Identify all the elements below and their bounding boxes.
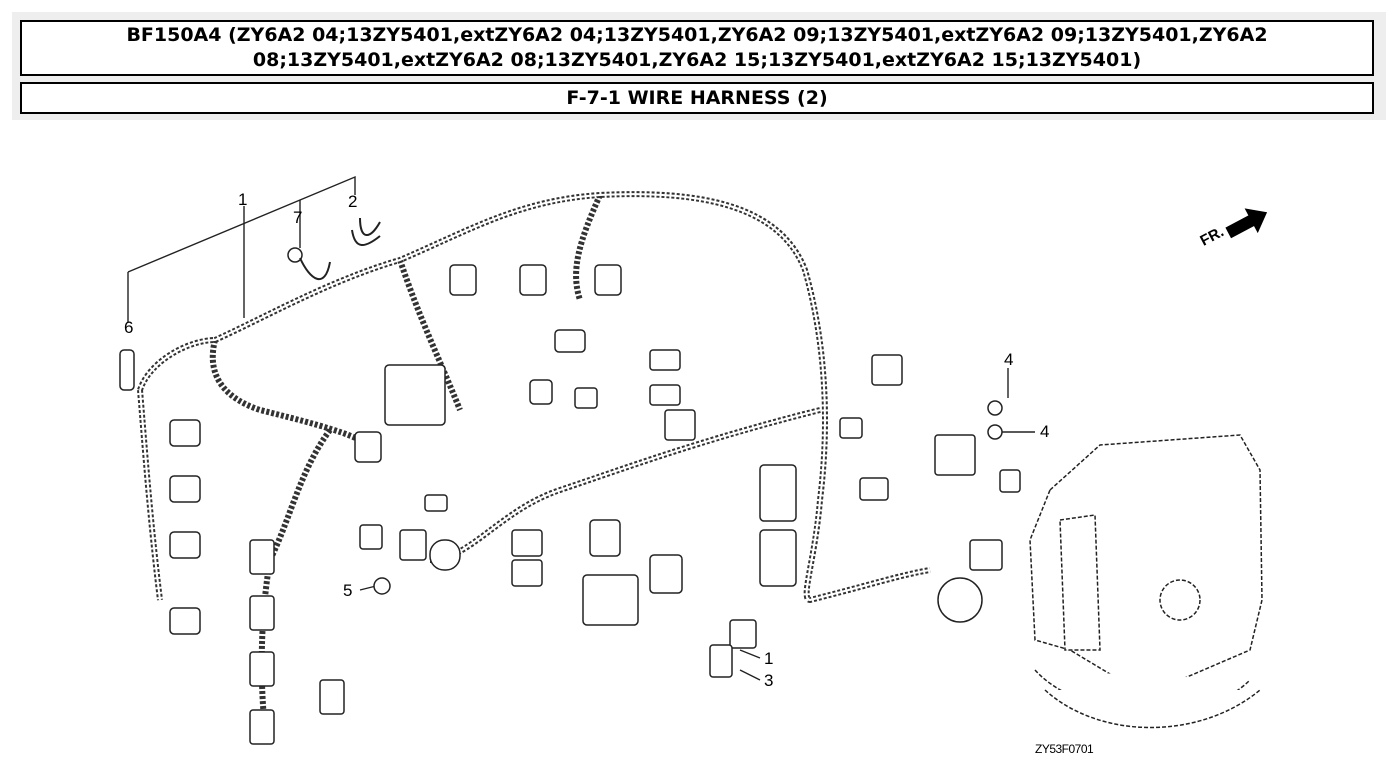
callout-5: 5 — [343, 581, 353, 600]
callout-3: 3 — [764, 671, 774, 690]
callout-6: 6 — [124, 318, 134, 337]
callout-7: 7 — [293, 208, 303, 227]
callout-4-upper: 4 — [1004, 350, 1014, 369]
callout-1: 1 — [238, 190, 248, 209]
section-title: F-7-1 WIRE HARNESS (2) — [20, 82, 1374, 114]
front-direction-indicator: FR. — [1197, 200, 1278, 260]
callout-1-lower: 1 — [764, 649, 774, 668]
callout-4-lower: 4 — [1040, 422, 1050, 441]
arrow-icon — [1225, 208, 1268, 239]
callout-2: 2 — [348, 192, 358, 211]
diagram-code: ZY53F0701 — [1035, 742, 1094, 756]
wire-harness-diagram — [119, 175, 1263, 745]
header: BF150A4 (ZY6A2 04;13ZY5401,extZY6A2 04;1… — [12, 12, 1386, 120]
model-title: BF150A4 (ZY6A2 04;13ZY5401,extZY6A2 04;1… — [20, 20, 1374, 76]
